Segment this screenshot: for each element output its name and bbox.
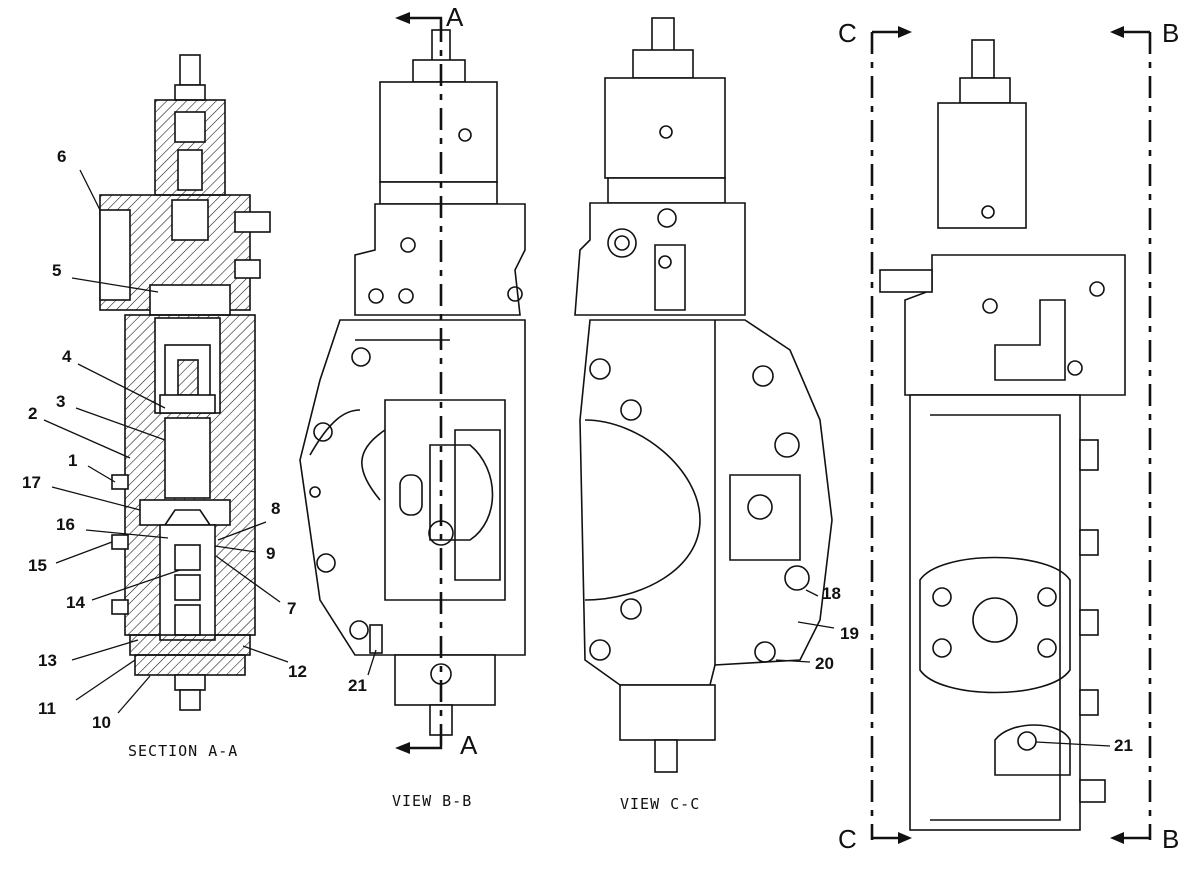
callout-18: 18 — [822, 584, 841, 603]
callout-15: 15 — [28, 556, 47, 575]
callout-12: 12 — [288, 662, 307, 681]
callout-19: 19 — [840, 624, 859, 643]
callout-21-side-view: 21 — [1114, 736, 1133, 755]
callout-2: 2 — [28, 404, 38, 423]
section-marker-a-top: A — [446, 2, 464, 32]
callout-3: 3 — [56, 392, 66, 411]
callout-14: 14 — [66, 593, 85, 612]
callout-11: 11 — [38, 699, 56, 718]
callout-10: 10 — [92, 713, 111, 732]
caption-view-cc: VIEW C-C — [620, 795, 701, 813]
section-aa-drawing — [99, 54, 271, 711]
callout-21-view-bb: 21 — [348, 676, 367, 695]
leader-lines — [43, 169, 1111, 747]
callout-13: 13 — [38, 651, 57, 670]
section-marker-c-top: C — [838, 18, 857, 48]
section-marker-a-bottom: A — [460, 730, 478, 760]
section-marker-c-bottom: C — [838, 824, 857, 854]
callout-5: 5 — [52, 261, 62, 280]
callout-4: 4 — [62, 347, 72, 366]
caption-section-aa: SECTION A-A — [128, 742, 239, 760]
callout-1: 1 — [68, 451, 78, 470]
callout-16: 16 — [56, 515, 75, 534]
callout-6: 6 — [57, 147, 67, 166]
callout-9: 9 — [266, 544, 276, 563]
callout-17: 17 — [22, 473, 41, 492]
caption-view-bb: VIEW B-B — [392, 792, 473, 810]
callout-7: 7 — [287, 599, 297, 618]
side-view-drawing — [870, 26, 1152, 844]
view-cc-drawing — [574, 17, 833, 773]
callout-8: 8 — [271, 499, 281, 518]
callout-20: 20 — [815, 654, 834, 673]
section-marker-b-bottom: B — [1162, 824, 1180, 854]
view-bb-drawing — [299, 12, 526, 754]
section-marker-b-top: B — [1162, 18, 1180, 48]
